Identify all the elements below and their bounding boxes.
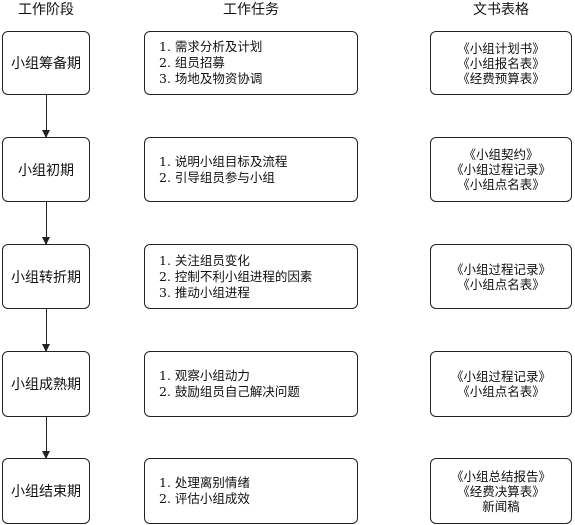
doc-item: 《小组过程记录》 [450,369,551,384]
doc-item: 《小组点名表》 [457,177,545,192]
doc-item: 《经费预算表》 [457,70,545,86]
arrow-down-icon [42,417,50,459]
task-item: 3. 推动小组进程 [159,284,250,300]
stage-label: 小组筹备期 [11,56,81,72]
header-task: 工作任务 [223,2,279,18]
doc-item: 《小组过程记录》 [450,162,551,177]
stage-label: 小组成熟期 [11,377,81,393]
arrow-down-icon [42,309,50,352]
header-docs: 文书表格 [473,2,529,18]
doc-item: 《经费决算表》 [457,483,545,499]
doc-item: 《小组过程记录》 [450,261,551,277]
doc-box-initial: 《小组契约》 《小组过程记录》 《小组点名表》 [430,137,572,202]
task-item: 2. 引导组员参与小组 [159,169,275,185]
task-item: 1. 观察小组动力 [159,368,250,383]
stage-box-preparation: 小组筹备期 [2,31,90,95]
stage-label: 小组结束期 [11,484,81,500]
task-item: 1. 处理离别情绪 [159,475,250,490]
doc-item: 《小组契约》 [463,147,539,162]
arrow-down-icon [42,95,50,138]
stage-box-closing: 小组结束期 [2,458,90,524]
task-item: 3. 场地及物资协调 [159,71,263,86]
doc-item: 《小组报名表》 [457,55,545,71]
stage-box-initial: 小组初期 [2,137,90,202]
header-stage: 工作阶段 [18,2,74,18]
arrow-down-icon [42,202,50,245]
doc-box-mature: 《小组过程记录》 《小组点名表》 [430,351,572,417]
doc-item: 新闻稿 [482,498,520,514]
task-item: 2. 鼓励组员自己解决问题 [159,384,300,399]
doc-item: 《小组计划书》 [457,40,545,56]
stage-box-mature: 小组成熟期 [2,351,90,417]
stage-box-transition: 小组转折期 [2,244,90,309]
doc-item: 《小组点名表》 [457,276,545,292]
task-item: 1. 需求分析及计划 [159,39,263,54]
doc-item: 《小组点名表》 [457,384,545,399]
task-box-mature: 1. 观察小组动力 2. 鼓励组员自己解决问题 [144,351,358,417]
stage-label: 小组初期 [18,162,74,179]
task-item: 1. 关注组员变化 [159,252,250,268]
doc-box-transition: 《小组过程记录》 《小组点名表》 [430,244,572,309]
task-box-preparation: 1. 需求分析及计划 2. 组员招募 3. 场地及物资协调 [144,31,358,95]
task-box-initial: 1. 说明小组目标及流程 2. 引导组员参与小组 [144,137,358,202]
stage-label: 小组转折期 [11,269,81,286]
task-box-closing: 1. 处理离别情绪 2. 评估小组成效 [144,458,358,524]
doc-item: 《小组总结报告》 [450,468,551,484]
doc-box-preparation: 《小组计划书》 《小组报名表》 《经费预算表》 [430,31,572,95]
task-item: 1. 说明小组目标及流程 [159,153,288,169]
task-box-transition: 1. 关注组员变化 2. 控制不利小组进程的因素 3. 推动小组进程 [144,244,358,309]
task-item: 2. 控制不利小组进程的因素 [159,268,313,284]
task-item: 2. 评估小组成效 [159,491,250,506]
doc-box-closing: 《小组总结报告》 《经费决算表》 新闻稿 [430,458,572,524]
task-item: 2. 组员招募 [159,55,225,70]
